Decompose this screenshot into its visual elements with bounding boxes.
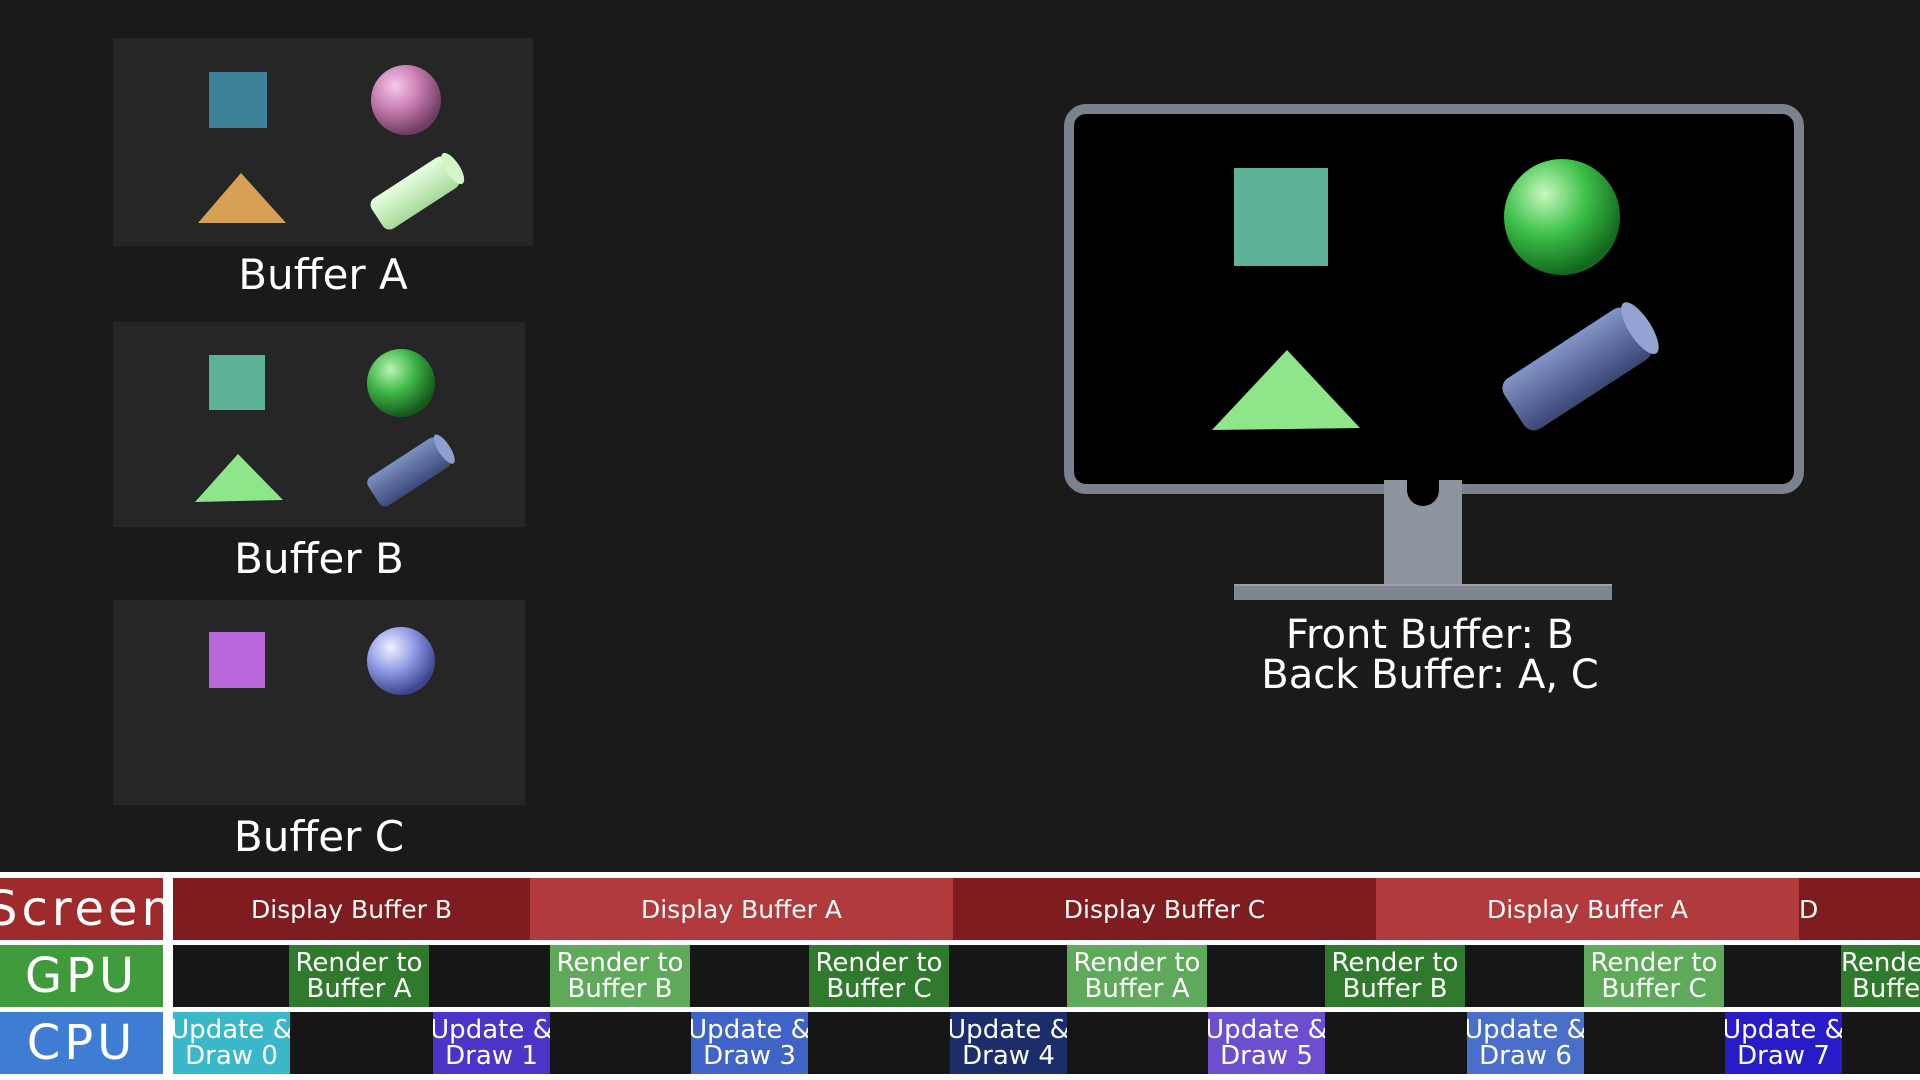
square-shape [209, 355, 265, 410]
block-line2: Buffer B [567, 974, 673, 1004]
cpu-row-label: CPU [0, 1012, 163, 1074]
triangle-shape [195, 454, 283, 502]
screen-row-label: Screen [0, 878, 172, 940]
sphere-shape [367, 627, 435, 695]
cylinder-shape [370, 152, 465, 230]
screen-block: Display Buffer A [530, 878, 953, 940]
cpu-block: Update &Draw 1 [433, 1012, 550, 1074]
block-line1: Render to [815, 948, 943, 978]
block-line2: Draw 5 [1220, 1041, 1313, 1071]
back-buffer-label: Back Buffer: A, C [1261, 652, 1599, 698]
buffer-b-panel [113, 322, 525, 527]
block-line1: Update & [1467, 1015, 1584, 1045]
block-line1: Render to [1073, 948, 1201, 978]
screen-block: D [1799, 878, 1920, 940]
buffer-a-label: Buffer A [238, 250, 408, 299]
block-line1: Render to [1331, 948, 1459, 978]
block-line2: Draw 0 [185, 1041, 278, 1071]
triangle-shape [1212, 350, 1360, 430]
block-line2: Draw 1 [445, 1041, 538, 1071]
buffer-c-shapes [209, 627, 435, 695]
screen-block: Display Buffer B [173, 878, 530, 940]
sphere-shape [367, 349, 435, 417]
block-line2: Buffer C [826, 974, 932, 1004]
block-line1: Update & [691, 1015, 808, 1045]
buffer-a-shapes [198, 65, 465, 230]
block-line1: Render to [556, 948, 684, 978]
buffer-c-label: Buffer C [233, 812, 405, 861]
block-line2: Buffer B [1342, 974, 1448, 1004]
sphere-shape [371, 65, 441, 135]
block-line2: Buffer A [1084, 974, 1190, 1004]
square-shape [1234, 168, 1328, 266]
block-line1: Render to [1590, 948, 1718, 978]
buffer-a-panel [113, 38, 533, 246]
monitor-screen [1064, 104, 1804, 494]
screen-block: Display Buffer C [953, 878, 1376, 940]
block-line1: Update & [433, 1015, 550, 1045]
block-line2: Draw 7 [1737, 1041, 1830, 1071]
block-line2: Draw 6 [1479, 1041, 1572, 1071]
block-line1: Update & [950, 1015, 1067, 1045]
cpu-block: Update &Draw 7 [1725, 1012, 1842, 1074]
cpu-block: Update &Draw 0 [173, 1012, 290, 1074]
front-buffer-label: Front Buffer: B [1285, 612, 1575, 658]
block-line1: Update & [1725, 1015, 1842, 1045]
triangle-shape [198, 173, 286, 223]
block-line1: Render to [1841, 948, 1920, 978]
square-shape [209, 72, 267, 128]
block-line2: Draw 3 [703, 1041, 796, 1071]
square-shape [209, 632, 265, 688]
cpu-block: Update &Draw 6 [1467, 1012, 1584, 1074]
buffer-c-panel [113, 600, 525, 805]
cpu-block: Update &Draw 5 [1208, 1012, 1325, 1074]
cpu-block: Update &Draw 3 [691, 1012, 808, 1074]
cylinder-shape [1502, 302, 1659, 431]
cpu-block: Update &Draw 4 [950, 1012, 1067, 1074]
monitor-stand-hole [1407, 476, 1439, 506]
front-buffer-shapes [1212, 159, 1659, 431]
cylinder-shape [367, 434, 455, 507]
block-line1: Update & [173, 1015, 290, 1045]
block-line1: Render to [295, 948, 423, 978]
gpu-row-label: GPU [0, 945, 163, 1007]
block-line2: Draw 4 [962, 1041, 1055, 1071]
buffer-b-label: Buffer B [234, 534, 404, 583]
screen-block: Display Buffer A [1376, 878, 1799, 940]
sphere-shape [1504, 159, 1620, 275]
buffer-b-shapes [195, 349, 455, 507]
monitor-base [1234, 584, 1612, 600]
block-line2: Buffer A [1851, 974, 1920, 1004]
block-line2: Buffer C [1601, 974, 1707, 1004]
block-line1: Update & [1208, 1015, 1325, 1045]
block-line2: Buffer A [306, 974, 412, 1004]
